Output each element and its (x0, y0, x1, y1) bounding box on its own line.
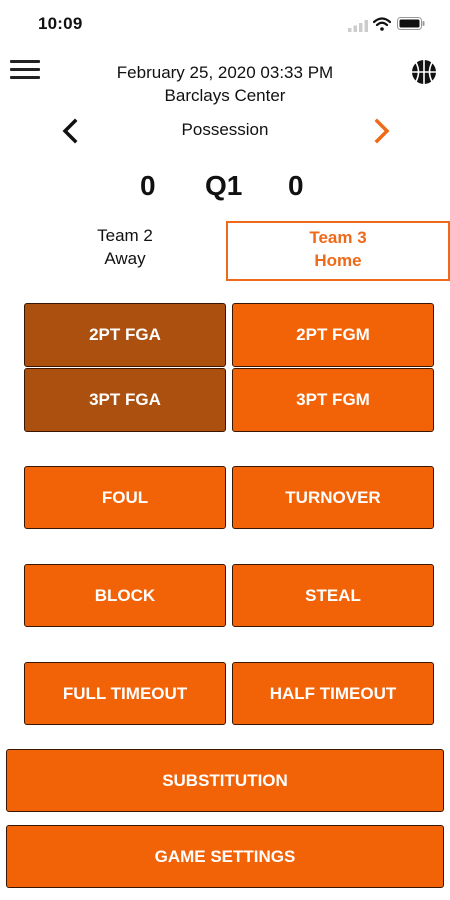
team-away-side: Away (104, 249, 146, 268)
full-timeout-button[interactable]: FULL TIMEOUT (24, 662, 226, 725)
turnover-button[interactable]: TURNOVER (232, 466, 434, 529)
game-datetime: February 25, 2020 03:33 PM (116, 63, 334, 82)
basketball-icon[interactable] (410, 58, 438, 86)
battery-icon (397, 17, 425, 30)
possession-label: Possession (181, 120, 269, 139)
2pt-fga-button[interactable]: 2PT FGA (24, 303, 226, 367)
team-away-name: Team 2 (97, 226, 153, 245)
team-away-button[interactable]: Team 2 Away (25, 221, 225, 279)
chevron-left-icon[interactable] (58, 118, 84, 144)
quarter-label: Q1 (205, 170, 243, 201)
half-timeout-button[interactable]: HALF TIMEOUT (232, 662, 434, 725)
3pt-fgm-button[interactable]: 3PT FGM (232, 368, 434, 432)
team-home-name: Team 3 (309, 228, 367, 247)
3pt-fga-button[interactable]: 3PT FGA (24, 368, 226, 432)
game-venue: Barclays Center (164, 86, 286, 105)
hamburger-menu-icon[interactable] (10, 60, 40, 82)
team-home-button[interactable]: Team 3 Home (226, 221, 450, 281)
status-time: 10:09 (38, 14, 83, 33)
home-score: 0 (288, 170, 304, 201)
steal-button[interactable]: STEAL (232, 564, 434, 627)
2pt-fgm-button[interactable]: 2PT FGM (232, 303, 434, 367)
chevron-right-icon[interactable] (368, 118, 394, 144)
substitution-button[interactable]: SUBSTITUTION (6, 749, 444, 812)
away-score: 0 (140, 170, 156, 201)
game-settings-button[interactable]: GAME SETTINGS (6, 825, 444, 888)
game-header: February 25, 2020 03:33 PM Barclays Cent… (60, 61, 390, 107)
block-button[interactable]: BLOCK (24, 564, 226, 627)
foul-button[interactable]: FOUL (24, 466, 226, 529)
team-home-side: Home (314, 251, 362, 270)
cellular-signal-icon (348, 20, 368, 32)
wifi-icon (373, 17, 391, 31)
